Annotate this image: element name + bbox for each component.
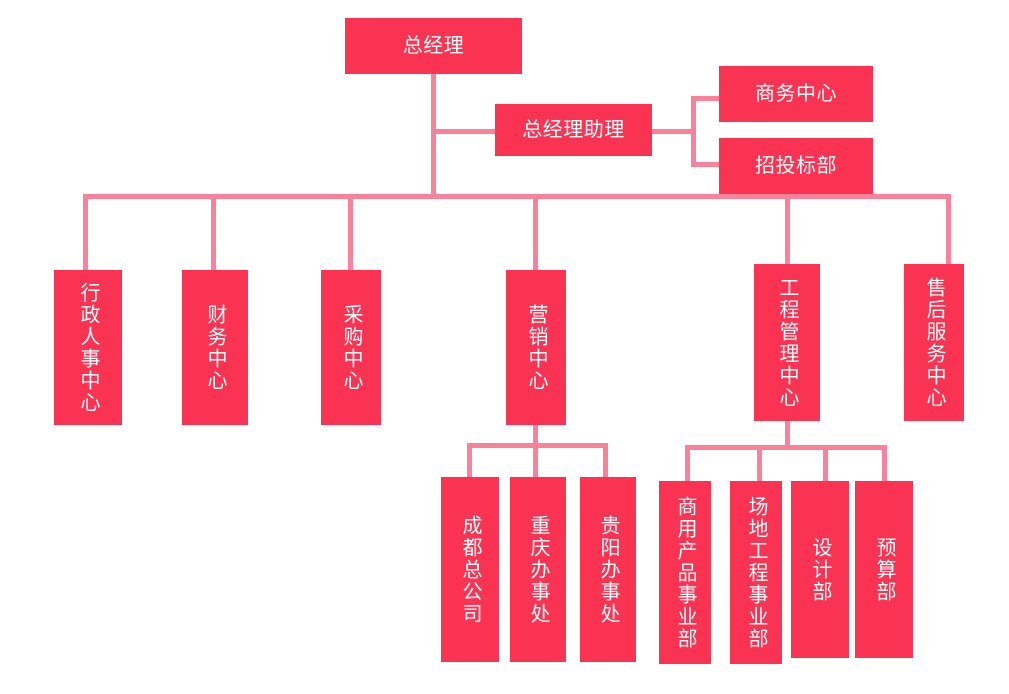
connector-drop-admin-hr bbox=[83, 194, 88, 270]
node-procurement-center-label: 采购中心 bbox=[340, 303, 362, 392]
node-bidding-dept-label: 招投标部 bbox=[755, 154, 837, 177]
node-design-dept[interactable]: 设计部 bbox=[791, 481, 849, 658]
connector-assistant-to-business-center bbox=[691, 96, 721, 101]
node-general-manager-label: 总经理 bbox=[402, 34, 465, 57]
node-chengdu-head-office-label: 成都总公司 bbox=[459, 514, 481, 625]
node-site-engineering-div[interactable]: 场地工程事业部 bbox=[730, 481, 782, 664]
connector-gm-spine bbox=[431, 73, 436, 199]
connector-main-bus bbox=[83, 194, 951, 199]
connector-engineering-stem bbox=[785, 420, 790, 448]
connector-drop-procurement bbox=[348, 194, 353, 270]
node-engineering-mgmt-center[interactable]: 工程管理中心 bbox=[754, 264, 820, 421]
node-after-sales-center-label: 售后服务中心 bbox=[923, 276, 945, 409]
connector-drop-engineering bbox=[785, 194, 790, 264]
connector-drop-budget bbox=[882, 445, 887, 481]
node-guiyang-office-label: 贵阳办事处 bbox=[597, 514, 619, 625]
node-bidding-dept[interactable]: 招投标部 bbox=[719, 138, 873, 194]
node-general-manager[interactable]: 总经理 bbox=[345, 18, 522, 74]
connector-drop-marketing bbox=[533, 194, 538, 270]
node-procurement-center[interactable]: 采购中心 bbox=[321, 270, 381, 425]
node-business-center-label: 商务中心 bbox=[755, 82, 837, 105]
connector-marketing-stem bbox=[533, 425, 538, 447]
connector-assistant-right-stub bbox=[651, 129, 695, 134]
node-chengdu-head-office[interactable]: 成都总公司 bbox=[441, 477, 499, 662]
node-guiyang-office[interactable]: 贵阳办事处 bbox=[580, 477, 636, 662]
connector-drop-design bbox=[823, 445, 828, 481]
node-finance-center[interactable]: 财务中心 bbox=[182, 270, 248, 425]
node-engineering-mgmt-center-label: 工程管理中心 bbox=[776, 276, 798, 409]
node-chongqing-office-label: 重庆办事处 bbox=[527, 514, 549, 625]
connector-drop-commercial-product bbox=[685, 445, 690, 481]
connector-drop-chongqing bbox=[533, 443, 538, 477]
connector-drop-finance bbox=[211, 194, 216, 270]
node-budget-dept-label: 预算部 bbox=[873, 536, 895, 603]
node-business-center[interactable]: 商务中心 bbox=[719, 66, 873, 122]
node-after-sales-center[interactable]: 售后服务中心 bbox=[904, 264, 964, 421]
node-design-dept-label: 设计部 bbox=[809, 536, 831, 603]
node-admin-hr-center-label: 行政人事中心 bbox=[77, 281, 99, 414]
node-site-engineering-div-label: 场地工程事业部 bbox=[745, 495, 767, 650]
node-finance-center-label: 财务中心 bbox=[204, 303, 226, 392]
connector-drop-guiyang bbox=[603, 443, 608, 477]
connector-drop-site-engineering bbox=[757, 445, 762, 481]
node-commercial-product-div-label: 商用产品事业部 bbox=[674, 495, 696, 650]
node-admin-hr-center[interactable]: 行政人事中心 bbox=[54, 270, 122, 425]
node-budget-dept[interactable]: 预算部 bbox=[855, 481, 913, 658]
node-gm-assistant[interactable]: 总经理助理 bbox=[495, 104, 652, 156]
node-marketing-center-label: 营销中心 bbox=[525, 303, 547, 392]
connector-drop-after-sales bbox=[946, 194, 951, 264]
connector-assistant-to-bidding-dept bbox=[691, 162, 721, 167]
node-marketing-center[interactable]: 营销中心 bbox=[506, 270, 566, 425]
node-gm-assistant-label: 总经理助理 bbox=[522, 118, 625, 141]
connector-drop-chengdu bbox=[467, 443, 472, 477]
node-chongqing-office[interactable]: 重庆办事处 bbox=[510, 477, 566, 662]
connector-assistant-bracket bbox=[691, 96, 696, 167]
node-commercial-product-div[interactable]: 商用产品事业部 bbox=[659, 481, 711, 664]
connector-gm-to-assistant bbox=[431, 129, 497, 134]
connector-engineering-sub-bus bbox=[685, 445, 887, 450]
